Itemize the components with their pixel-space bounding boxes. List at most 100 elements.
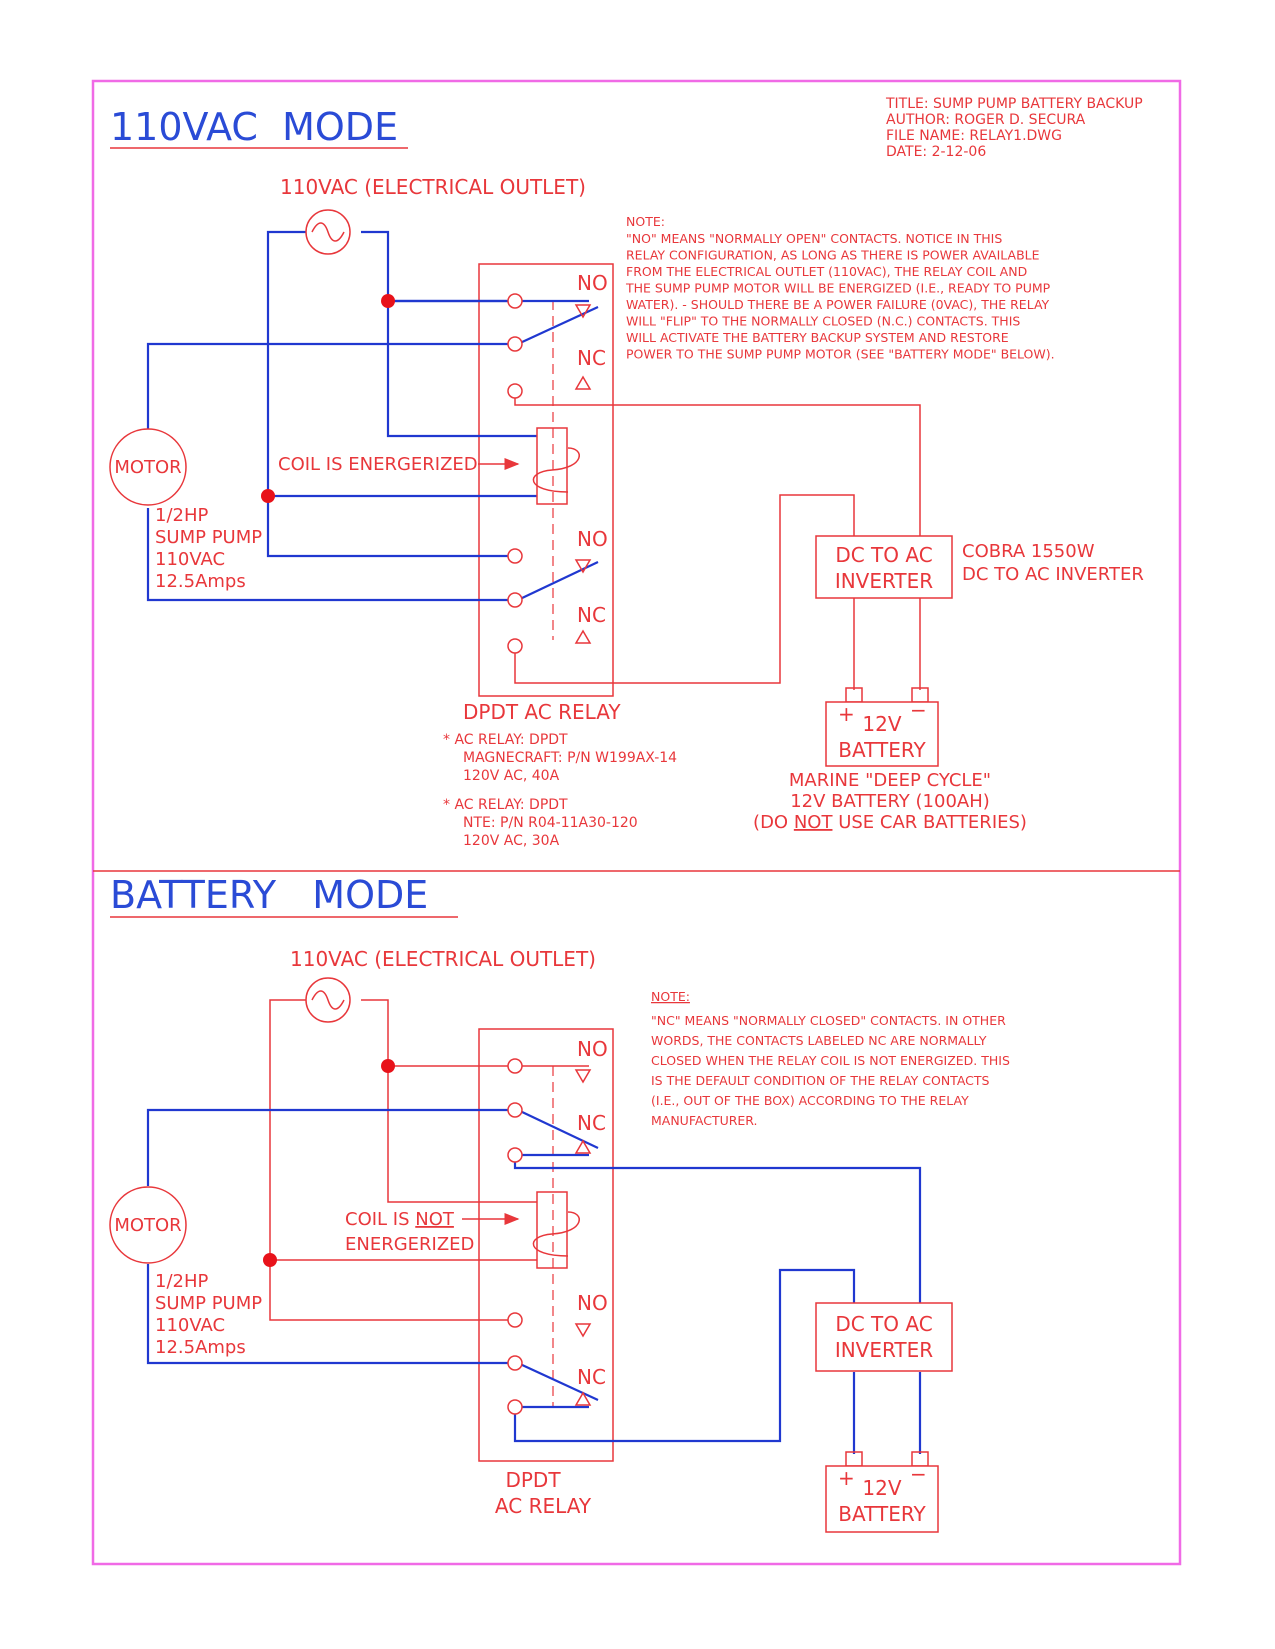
relay-spec: 120V AC, 40A <box>463 768 560 784</box>
note-line: RELAY CONFIGURATION, AS LONG AS THERE IS… <box>626 248 1040 263</box>
motor-return-wire <box>146 508 515 602</box>
junction-node <box>381 1059 395 1073</box>
note-line: WATER). - SHOULD THERE BE A POWER FAILUR… <box>626 297 1050 312</box>
contact-nc2-label: NC <box>577 603 606 627</box>
outlet-hot-wire <box>361 999 537 1203</box>
file-name-text: FILE NAME: RELAY1.DWG <box>886 128 1062 144</box>
contact-no2-label: NO <box>577 527 608 551</box>
coil-winding <box>532 447 580 493</box>
no1-contact-mark <box>574 304 592 319</box>
battery-box <box>825 701 939 767</box>
terminal-no2 <box>507 1312 523 1328</box>
relay-title-2: AC RELAY <box>495 1494 592 1518</box>
mode-battery-section: BATTERY MODE 110VAC (ELECTRICAL OUTLET) <box>109 873 1010 1533</box>
note-line: "NO" MEANS "NORMALLY OPEN" CONTACTS. NOT… <box>626 231 1002 246</box>
note-heading: NOTE: <box>651 989 690 1004</box>
battery-minus: − <box>910 698 927 722</box>
battery-label: BATTERY <box>838 738 926 762</box>
switch-arm-2 <box>519 1363 599 1401</box>
battery-voltage: 12V <box>862 1476 901 1500</box>
title-block: TITLE: SUMP PUMP BATTERY BACKUP AUTHOR: … <box>885 96 1143 160</box>
relay-spec: MAGNECRAFT: P/N W199AX-14 <box>463 750 677 766</box>
note-line: THE SUMP PUMP MOTOR WILL BE ENERGIZED (I… <box>625 281 1051 296</box>
inverter-box <box>815 1302 953 1372</box>
nc2-contact-mark <box>574 1391 592 1406</box>
motor-symbol <box>109 1186 187 1264</box>
terminal-nc1 <box>507 1147 523 1163</box>
switch-arm-1 <box>519 1110 599 1149</box>
motor-hot-wire <box>146 342 515 429</box>
battery-label: BATTERY <box>838 1502 926 1526</box>
relay-spec: NTE: P/N R04-11A30-120 <box>463 815 638 831</box>
relay-coil <box>536 427 568 505</box>
author-text: AUTHOR: ROGER D. SECURA <box>886 112 1086 128</box>
no2-feed-wire <box>269 1260 515 1321</box>
terminal-com1 <box>507 336 523 352</box>
note-body: "NO" MEANS "NORMALLY OPEN" CONTACTS. NOT… <box>625 231 1055 362</box>
relay-housing <box>478 263 614 697</box>
motor-symbol <box>109 428 187 506</box>
outlet-label: 110VAC (ELECTRICAL OUTLET) <box>290 947 596 971</box>
relay-coil <box>536 1191 568 1269</box>
battery-note: (DO NOT USE CAR BATTERIES) <box>753 812 1027 833</box>
outlet-hot-wire <box>361 230 537 438</box>
relay-spec: 120V AC, 30A <box>463 833 560 849</box>
inverter-label-1: DC TO AC <box>835 543 932 567</box>
terminal-no2 <box>507 548 523 564</box>
terminal-nc1 <box>507 383 523 399</box>
contact-no1-label: NO <box>577 1037 608 1061</box>
nc2-inactive-wire <box>514 494 855 684</box>
battery-note: MARINE "DEEP CYCLE" <box>789 770 991 791</box>
note-line: CLOSED WHEN THE RELAY COIL IS NOT ENERGI… <box>651 1053 1010 1068</box>
ac-sine-icon <box>311 222 345 242</box>
pump-spec-line: 12.5Amps <box>155 1337 246 1358</box>
nc1-active-wire <box>513 1155 922 1303</box>
pump-spec-line: 110VAC <box>155 1315 225 1336</box>
outlet-label: 110VAC (ELECTRICAL OUTLET) <box>280 175 586 199</box>
inverter-model-2: DC TO AC INVERTER <box>962 564 1144 585</box>
note-line: IS THE DEFAULT CONDITION OF THE RELAY CO… <box>651 1073 990 1088</box>
motor-label: MOTOR <box>114 1215 181 1236</box>
contact-no2-label: NO <box>577 1291 608 1315</box>
note-line: "NC" MEANS "NORMALLY CLOSED" CONTACTS. I… <box>651 1013 1006 1028</box>
nc2-contact-mark <box>574 629 592 644</box>
junction-node <box>381 294 395 308</box>
contact-no1-label: NO <box>577 271 608 295</box>
no2-contact-mark <box>574 559 592 574</box>
pump-spec-line: 1/2HP <box>155 505 209 526</box>
relay-title: DPDT AC RELAY <box>463 700 621 724</box>
nc1-inactive-wire <box>514 391 921 536</box>
no1-contact-mark <box>574 1069 592 1084</box>
note-line: (I.E., OUT OF THE BOX) ACCORDING TO THE … <box>651 1093 969 1108</box>
pump-spec-line: 12.5Amps <box>155 571 246 592</box>
coil-status-label-2: ENERGERIZED <box>345 1234 474 1255</box>
pump-spec-line: SUMP PUMP <box>155 1293 262 1314</box>
coil-status-label: COIL IS NOT <box>345 1209 455 1230</box>
date-text: DATE: 2-12-06 <box>886 144 986 160</box>
nc2-active-wire <box>513 1268 856 1443</box>
terminal-no1 <box>507 293 523 309</box>
pump-spec-line: 110VAC <box>155 549 225 570</box>
terminal-nc2 <box>507 638 523 654</box>
motor-label: MOTOR <box>114 457 181 478</box>
mode-battery-heading: BATTERY MODE <box>110 873 428 917</box>
no2-feed-wire <box>266 496 515 558</box>
no2-contact-mark <box>574 1323 592 1338</box>
battery-terminal-pos <box>845 687 863 703</box>
inverter-model-1: COBRA 1550W <box>962 541 1095 562</box>
note-line: POWER TO THE SUMP PUMP MOTOR (SEE "BATTE… <box>626 347 1055 362</box>
pump-spec-line: 1/2HP <box>155 1271 209 1292</box>
motor-return-wire <box>146 1264 515 1365</box>
nc1-contact-mark <box>574 375 592 390</box>
terminal-com2 <box>507 1355 523 1371</box>
contact-nc2-label: NC <box>577 1365 606 1389</box>
inverter-label-2: INVERTER <box>835 1338 933 1362</box>
mode-110vac-heading: 110VAC MODE <box>110 105 398 149</box>
note-line: MANUFACTURER. <box>651 1113 758 1128</box>
contact-nc1-label: NC <box>577 1111 606 1135</box>
note-line: WILL "FLIP" TO THE NORMALLY CLOSED (N.C.… <box>626 314 1020 329</box>
nc1-contact-mark <box>574 1139 592 1154</box>
junction-node <box>263 1253 277 1267</box>
terminal-nc2 <box>507 1399 523 1415</box>
outlet-neutral-wire <box>269 999 537 1261</box>
